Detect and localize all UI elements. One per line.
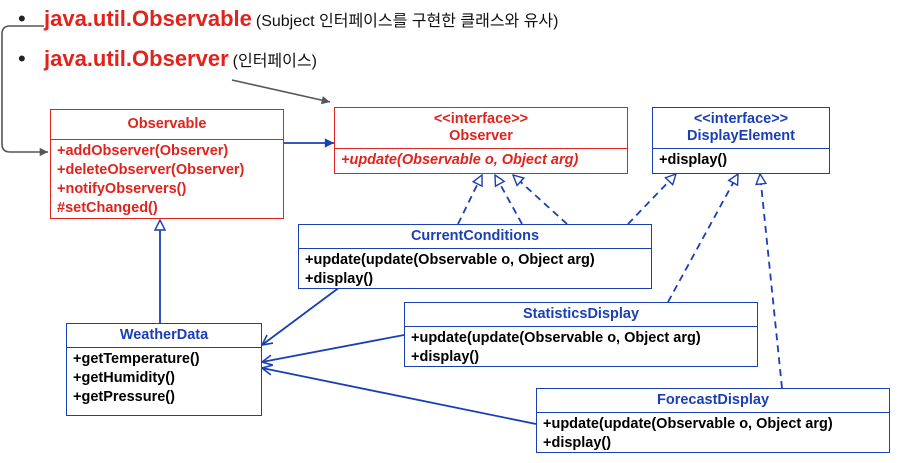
forecast-display-box: ForecastDisplay +update(update(Observabl… — [536, 388, 890, 453]
method-update: +update(Observable o, Object arg) — [341, 152, 579, 168]
observable-class-note: (Subject 인터페이스를 구현한 클래스와 유사) — [255, 13, 559, 30]
observable-class-name: java.util.Observable — [44, 6, 252, 31]
display-element-methods: +display() — [653, 149, 829, 172]
display-element-box: <<interface>> DisplayElement +display() — [652, 107, 830, 174]
observer-title: Observer — [449, 128, 513, 144]
display-element-title: DisplayElement — [687, 128, 795, 144]
display-element-stereotype: <<interface>> — [693, 111, 789, 127]
observer-stereotype: <<interface>> — [433, 111, 529, 127]
method-notify-observers: +notifyObservers() — [57, 181, 187, 197]
weather-data-title: WeatherData — [67, 324, 261, 348]
arrow-statistics-observer — [513, 175, 568, 225]
bullet-observer: • java.util.Observer(인터페이스) — [18, 46, 317, 72]
method-get-humidity: +getHumidity() — [73, 370, 175, 386]
statistics-display-methods: +update(update(Observable o, Object arg)… — [405, 327, 757, 369]
arrow-current-displayelement — [627, 174, 676, 225]
bracket-line1-to-observable — [1, 25, 48, 157]
forecast-display-methods: +update(update(Observable o, Object arg)… — [537, 413, 889, 455]
method-display: +display() — [659, 152, 728, 168]
observer-interface-box: <<interface>> Observer +update(Observabl… — [334, 107, 628, 174]
bullet-observable: • java.util.Observable(Subject 인터페이스를 구현한… — [18, 6, 558, 32]
arrow-current-weatherdata — [262, 277, 353, 345]
arrow-current-observer-a — [457, 175, 483, 225]
method-update: +update(update(Observable o, Object arg) — [305, 252, 595, 268]
method-update: +update(update(Observable o, Object arg) — [543, 416, 833, 432]
forecast-display-title: ForecastDisplay — [537, 389, 889, 413]
method-display: +display() — [305, 271, 374, 287]
weather-data-methods: +getTemperature() +getHumidity() +getPre… — [67, 348, 261, 409]
arrow-statistics-displayelement — [667, 174, 739, 303]
arrow-statistics-weatherdata — [262, 334, 405, 362]
method-get-temperature: +getTemperature() — [73, 351, 200, 367]
observer-header: <<interface>> Observer — [335, 108, 627, 149]
method-display: +display() — [411, 349, 480, 365]
statistics-display-box: StatisticsDisplay +update(update(Observa… — [404, 302, 758, 367]
method-set-changed: #setChanged() — [57, 200, 158, 216]
observable-methods: +addObserver(Observer) +deleteObserver(O… — [51, 140, 283, 220]
method-delete-observer: +deleteObserver(Observer) — [57, 162, 245, 178]
observer-interface-note: (인터페이스) — [232, 53, 317, 70]
bullet-dot: • — [18, 46, 26, 71]
method-add-observer: +addObserver(Observer) — [57, 143, 229, 159]
method-get-pressure: +getPressure() — [73, 389, 175, 405]
bullet-dot: • — [18, 6, 26, 31]
arrow-forecast-displayelement — [760, 174, 783, 389]
observable-box: Observable +addObserver(Observer) +delet… — [50, 109, 284, 219]
current-conditions-methods: +update(update(Observable o, Object arg)… — [299, 249, 651, 291]
current-conditions-box: CurrentConditions +update(update(Observa… — [298, 224, 652, 289]
method-display: +display() — [543, 435, 612, 451]
current-conditions-title: CurrentConditions — [299, 225, 651, 249]
arrow-current-observer-b — [494, 175, 523, 225]
observer-methods: +update(Observable o, Object arg) — [335, 149, 627, 172]
observable-title: Observable — [51, 110, 283, 140]
method-update: +update(update(Observable o, Object arg) — [411, 330, 701, 346]
arrow-forecast-weatherdata — [262, 368, 537, 425]
statistics-display-title: StatisticsDisplay — [405, 303, 757, 327]
bracket-line2-to-observer — [231, 79, 331, 105]
observer-interface-name: java.util.Observer — [44, 46, 229, 71]
display-element-header: <<interface>> DisplayElement — [653, 108, 829, 149]
weather-data-box: WeatherData +getTemperature() +getHumidi… — [66, 323, 262, 416]
